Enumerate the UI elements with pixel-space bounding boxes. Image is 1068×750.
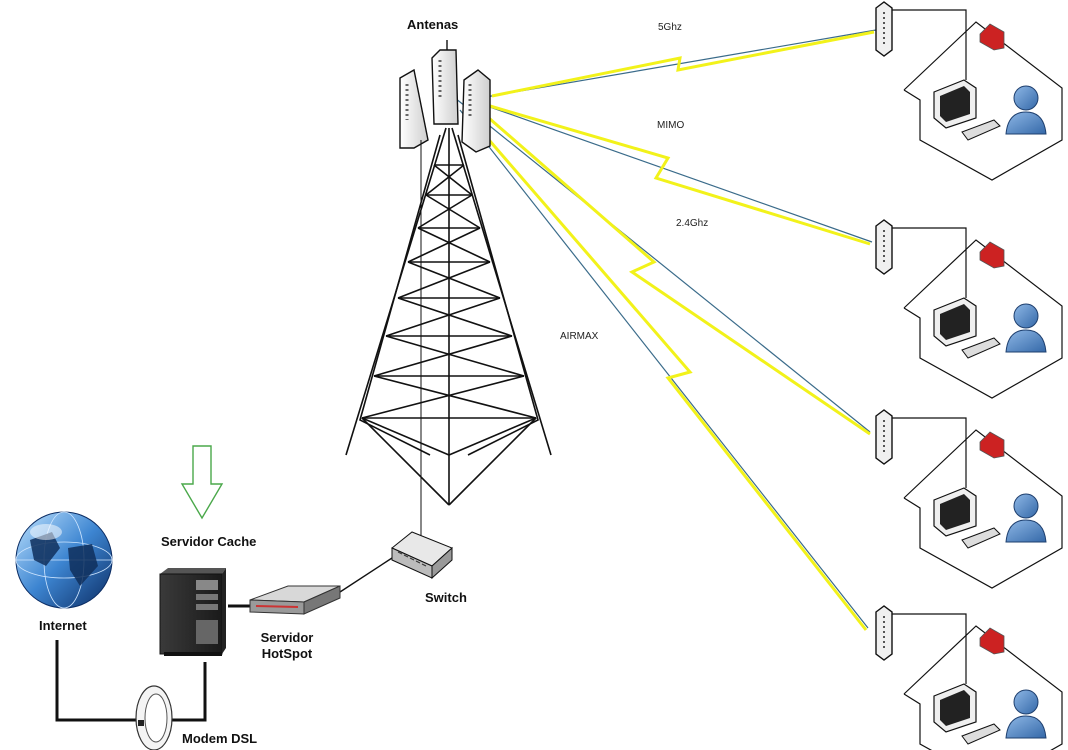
client-computer-icon xyxy=(933,297,1001,359)
client-house-3 xyxy=(875,409,1063,589)
client-cpe-antenna-icon xyxy=(875,219,893,275)
hotspot-server-label: Servidor HotSpot xyxy=(260,630,314,661)
download-arrow-icon xyxy=(180,445,224,520)
client-computer-icon xyxy=(933,683,1001,745)
client-house-icon xyxy=(903,239,1063,399)
antenna-left xyxy=(399,68,429,149)
client-user-avatar-icon xyxy=(1005,85,1047,135)
client-computer-icon xyxy=(933,79,1001,141)
cache-server-label: Servidor Cache xyxy=(161,534,257,549)
client-house-4 xyxy=(875,605,1063,750)
client-user-avatar-icon xyxy=(1005,303,1047,353)
client-house-icon xyxy=(903,625,1063,750)
hotspot-server-icon xyxy=(249,585,341,615)
modem-icon xyxy=(135,685,173,750)
antenna-cluster xyxy=(399,40,491,153)
client-user-avatar-icon xyxy=(1005,689,1047,739)
wireless-link-5ghz xyxy=(491,30,875,98)
cache-server-icon xyxy=(159,568,226,656)
internet-label: Internet xyxy=(39,618,87,633)
client-cpe-antenna-icon xyxy=(875,409,893,465)
antenna-right xyxy=(461,69,491,153)
wireless-link-mimo xyxy=(489,104,871,246)
link-label-5ghz: 5Ghz xyxy=(658,22,682,33)
client-house-1 xyxy=(875,1,1063,181)
link-label-24ghz: 2.4Ghz xyxy=(676,218,709,229)
client-cpe-antenna-icon xyxy=(875,1,893,57)
client-cpe-antenna-icon xyxy=(875,605,893,661)
wireless-link-airmax xyxy=(468,117,868,631)
switch-label: Switch xyxy=(425,590,467,605)
lattice-tower xyxy=(345,127,552,506)
antenna-center xyxy=(431,49,459,125)
antennas-label: Antenas xyxy=(407,17,459,32)
client-house-2 xyxy=(875,219,1063,399)
client-house-icon xyxy=(903,21,1063,181)
wireless-links xyxy=(454,29,877,631)
link-label-mimo: MIMO xyxy=(657,120,685,131)
link-label-airmax: AIRMAX xyxy=(560,331,599,342)
internet-globe-icon xyxy=(15,511,113,609)
cables xyxy=(55,140,422,722)
modem-label: Modem DSL xyxy=(182,731,258,746)
client-house-icon xyxy=(903,429,1063,589)
switch-icon xyxy=(391,531,453,580)
client-user-avatar-icon xyxy=(1005,493,1047,543)
client-computer-icon xyxy=(933,487,1001,549)
wireless-link-24ghz xyxy=(481,110,871,436)
